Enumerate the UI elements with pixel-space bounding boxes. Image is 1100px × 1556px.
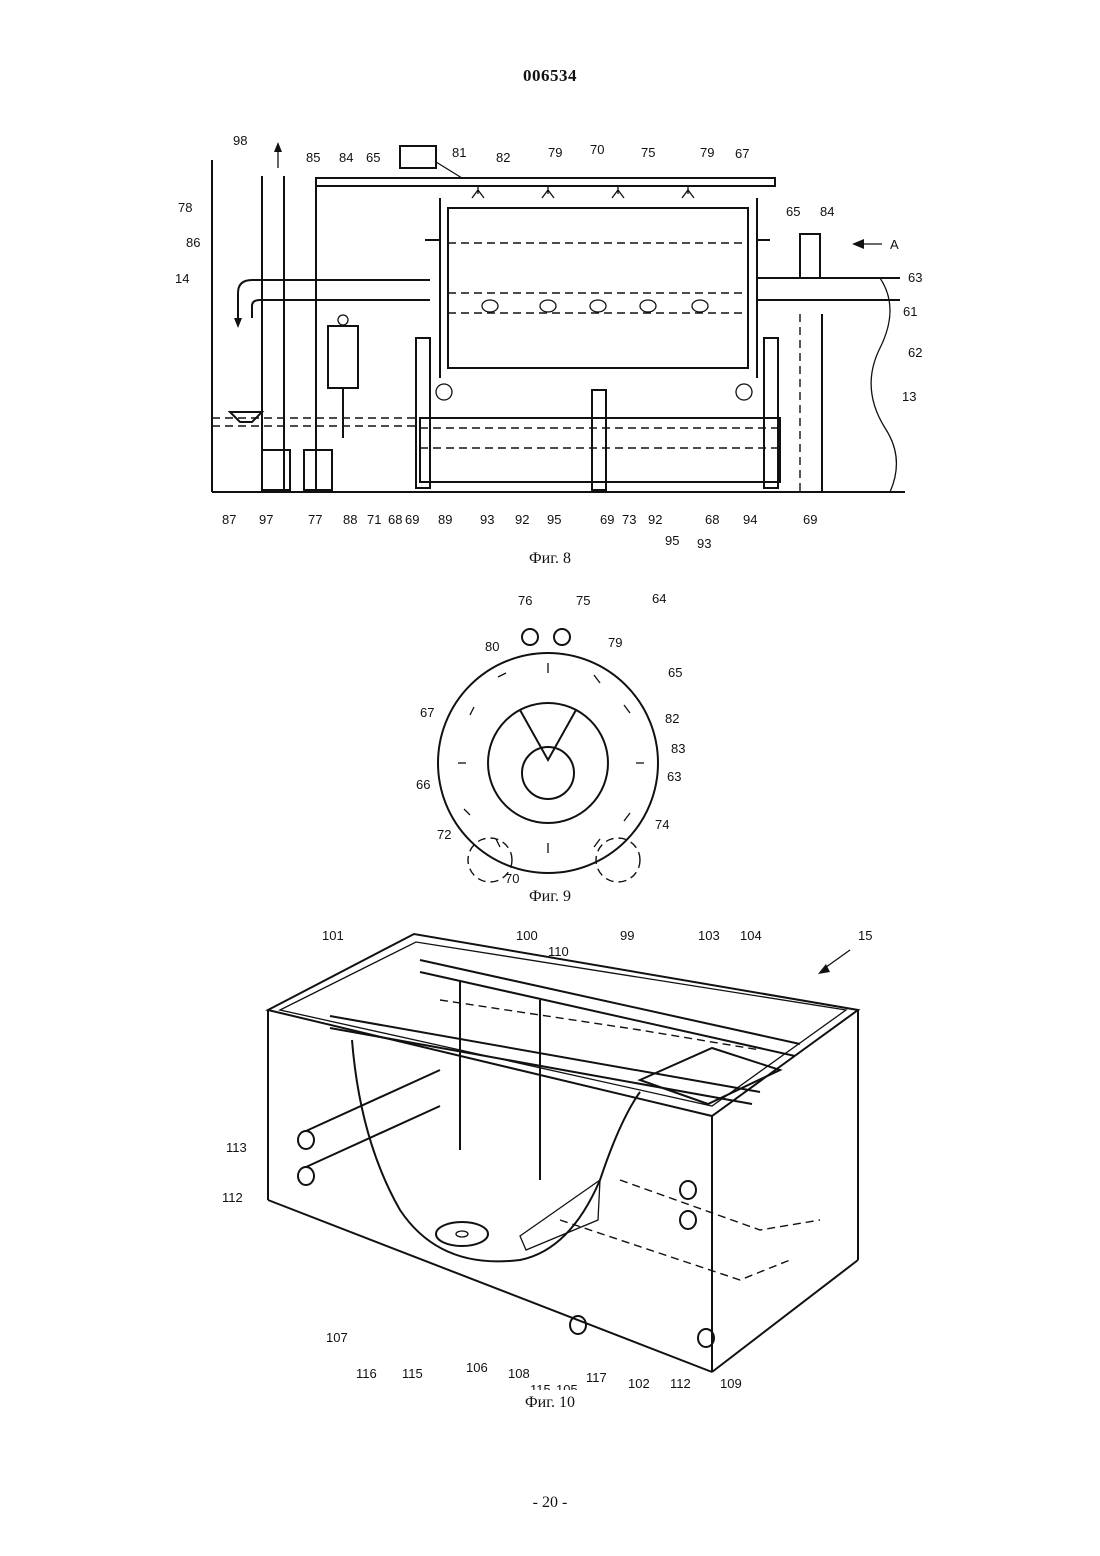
svg-text:66: 66 <box>416 777 430 792</box>
svg-text:103: 103 <box>698 928 720 943</box>
svg-text:101: 101 <box>322 928 344 943</box>
figure-8-caption: Фиг. 8 <box>0 550 1100 568</box>
svg-text:93: 93 <box>697 536 711 548</box>
svg-text:71: 71 <box>367 512 381 527</box>
svg-text:104: 104 <box>740 928 762 943</box>
svg-text:70: 70 <box>590 142 604 157</box>
svg-text:88: 88 <box>343 512 357 527</box>
svg-text:112: 112 <box>222 1190 243 1205</box>
svg-text:107: 107 <box>326 1330 348 1345</box>
svg-text:82: 82 <box>496 150 510 165</box>
svg-text:69: 69 <box>405 512 419 527</box>
svg-text:83: 83 <box>671 741 685 756</box>
svg-text:74: 74 <box>655 817 669 832</box>
svg-text:73: 73 <box>622 512 636 527</box>
svg-text:87: 87 <box>222 512 236 527</box>
svg-text:81: 81 <box>452 145 466 160</box>
svg-text:65: 65 <box>366 150 380 165</box>
svg-text:99: 99 <box>620 928 634 943</box>
svg-text:117: 117 <box>586 1370 607 1385</box>
svg-text:94: 94 <box>743 512 757 527</box>
svg-text:14: 14 <box>175 271 189 286</box>
svg-text:84: 84 <box>820 204 834 219</box>
svg-text:95: 95 <box>665 533 679 548</box>
svg-text:79: 79 <box>548 145 562 160</box>
svg-text:70: 70 <box>505 871 519 885</box>
svg-text:93: 93 <box>480 512 494 527</box>
svg-text:89: 89 <box>438 512 452 527</box>
svg-text:79: 79 <box>608 635 622 650</box>
svg-text:A: A <box>890 237 899 252</box>
svg-text:92: 92 <box>648 512 662 527</box>
page-number: - 20 - <box>0 1494 1100 1512</box>
svg-text:75: 75 <box>576 593 590 608</box>
svg-text:115: 115 <box>402 1366 423 1381</box>
svg-text:15: 15 <box>858 928 872 943</box>
svg-text:76: 76 <box>518 593 532 608</box>
figure-10-drawing: 101 100 110 99 103 104 15 113 112 107 11… <box>0 920 1100 1390</box>
svg-text:63: 63 <box>667 769 681 784</box>
svg-text:98: 98 <box>233 133 247 148</box>
svg-text:79: 79 <box>700 145 714 160</box>
svg-text:68: 68 <box>388 512 402 527</box>
svg-text:113: 113 <box>226 1140 247 1155</box>
svg-text:115: 115 <box>530 1382 551 1390</box>
svg-text:108: 108 <box>508 1366 530 1381</box>
svg-text:82: 82 <box>665 711 679 726</box>
svg-text:75: 75 <box>641 145 655 160</box>
svg-text:92: 92 <box>515 512 529 527</box>
svg-text:13: 13 <box>902 389 916 404</box>
figure-9-drawing: 76 75 64 80 79 65 67 82 83 66 63 72 74 7… <box>0 585 1100 885</box>
svg-text:95: 95 <box>547 512 561 527</box>
svg-text:77: 77 <box>308 512 322 527</box>
document-number: 006534 <box>0 66 1100 86</box>
svg-text:102: 102 <box>628 1376 650 1390</box>
figure-8-drawing: 98 85 84 65 81 82 79 70 75 79 67 65 84 7… <box>0 128 1100 548</box>
svg-text:85: 85 <box>306 150 320 165</box>
svg-text:106: 106 <box>466 1360 488 1375</box>
svg-text:61: 61 <box>903 304 917 319</box>
svg-text:105: 105 <box>556 1382 578 1390</box>
svg-text:84: 84 <box>339 150 353 165</box>
svg-text:97: 97 <box>259 512 273 527</box>
svg-text:64: 64 <box>652 591 666 606</box>
svg-text:69: 69 <box>600 512 614 527</box>
svg-text:78: 78 <box>178 200 192 215</box>
svg-text:67: 67 <box>420 705 434 720</box>
svg-text:86: 86 <box>186 235 200 250</box>
svg-text:69: 69 <box>803 512 817 527</box>
figure-10-caption: Фиг. 10 <box>0 1394 1100 1412</box>
svg-text:65: 65 <box>786 204 800 219</box>
svg-text:72: 72 <box>437 827 451 842</box>
svg-text:112: 112 <box>670 1376 691 1390</box>
svg-text:109: 109 <box>720 1376 742 1390</box>
svg-text:110: 110 <box>548 944 569 959</box>
svg-text:65: 65 <box>668 665 682 680</box>
svg-text:67: 67 <box>735 146 749 161</box>
svg-text:68: 68 <box>705 512 719 527</box>
figure-9-caption: Фиг. 9 <box>0 888 1100 906</box>
svg-text:63: 63 <box>908 270 922 285</box>
svg-text:62: 62 <box>908 345 922 360</box>
svg-text:116: 116 <box>356 1366 377 1381</box>
svg-text:100: 100 <box>516 928 538 943</box>
svg-text:80: 80 <box>485 639 499 654</box>
